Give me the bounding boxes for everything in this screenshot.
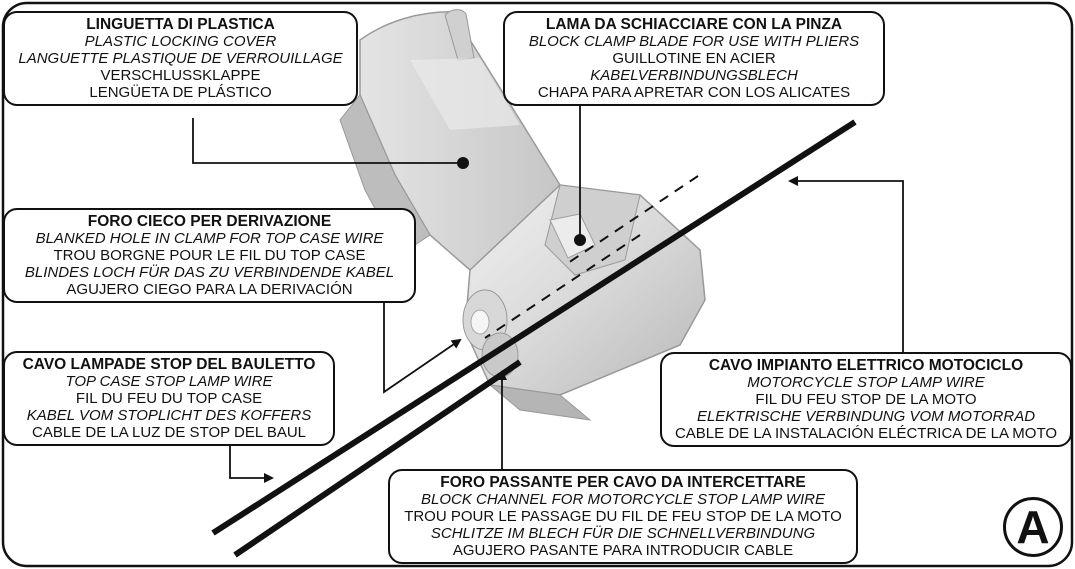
- callout-title: LINGUETTA DI PLASTICA: [86, 16, 275, 33]
- callout-motorcycle-wire: CAVO IMPIANTO ELETTRICO MOTOCICLO MOTORC…: [660, 352, 1072, 447]
- callout-line-es: CHAPA PARA APRETAR CON LOS ALICATES: [537, 84, 851, 101]
- callout-title: LAMA DA SCHIACCIARE CON LA PINZA: [545, 16, 843, 33]
- callout-title: CAVO IMPIANTO ELETTRICO MOTOCICLO: [708, 357, 1024, 374]
- callout-line-fr: LANGUETTE PLASTIQUE DE VERROUILLAGE: [18, 50, 343, 67]
- callout-line-es: CABLE DE LA LUZ DE STOP DEL BAUL: [32, 424, 306, 441]
- callout-line-en: BLOCK CHANNEL FOR MOTORCYCLE STOP LAMP W…: [421, 491, 825, 508]
- callout-clamp-blade: LAMA DA SCHIACCIARE CON LA PINZA BLOCK C…: [503, 11, 885, 106]
- callout-title: CAVO LAMPADE STOP DEL BAULETTO: [22, 356, 316, 373]
- callout-line-es: AGUJERO PASANTE PARA INTRODUCIR CABLE: [452, 542, 794, 559]
- callout-line-fr: TROU POUR LE PASSAGE DU FIL DE FEU STOP …: [404, 508, 842, 525]
- callout-title: FORO PASSANTE PER CAVO DA INTERCETTARE: [440, 474, 806, 491]
- callout-line-de: SCHLITZE IM BLECH FÜR DIE SCHNELLVERBIND…: [430, 525, 816, 542]
- callout-line-en: MOTORCYCLE STOP LAMP WIRE: [747, 374, 985, 391]
- callout-line-en: BLOCK CLAMP BLADE FOR USE WITH PLIERS: [528, 33, 860, 50]
- callout-line-de: KABELVERBINDUNGSBLECH: [590, 67, 798, 84]
- callout-line-de: KABEL VOM STOPLICHT DES KOFFERS: [26, 407, 312, 424]
- leader-blanked-hole: [383, 298, 462, 394]
- callout-line-en: BLANKED HOLE IN CLAMP FOR TOP CASE WIRE: [35, 230, 384, 247]
- leader-motorcycle-wire: [788, 176, 904, 352]
- top-case-wire: [233, 359, 522, 558]
- callout-through-channel: FORO PASSANTE PER CAVO DA INTERCETTARE B…: [388, 469, 858, 564]
- callout-line-de: ELEKTRISCHE VERBINDUNG VOM MOTORRAD: [696, 408, 1036, 425]
- callout-line-fr: TROU BORGNE POUR LE FIL DU TOP CASE: [53, 247, 366, 264]
- callout-line-fr: GUILLOTINE EN ACIER: [612, 50, 776, 67]
- callout-line-es: AGUJERO CIEGO PARA LA DERIVACIÓN: [66, 281, 353, 298]
- leader-locking-cover: [192, 118, 462, 164]
- figure-label-badge: A: [1003, 497, 1063, 557]
- leader-top-case-wire: [229, 442, 274, 483]
- callout-line-en: PLASTIC LOCKING COVER: [84, 33, 277, 50]
- callout-line-en: TOP CASE STOP LAMP WIRE: [65, 373, 273, 390]
- callout-line-de: BLINDES LOCH FÜR DAS ZU VERBINDENDE KABE…: [24, 264, 395, 281]
- callout-blanked-hole: FORO CIECO PER DERIVAZIONE BLANKED HOLE …: [3, 208, 416, 303]
- motorcycle-wire: [211, 119, 857, 536]
- callout-locking-cover: LINGUETTA DI PLASTICA PLASTIC LOCKING CO…: [3, 11, 358, 106]
- callout-line-fr: FIL DU FEU STOP DE LA MOTO: [755, 391, 977, 408]
- callout-top-case-wire: CAVO LAMPADE STOP DEL BAULETTO TOP CASE …: [3, 351, 335, 446]
- callout-title: FORO CIECO PER DERIVAZIONE: [87, 213, 332, 230]
- connector-body-illustration: [462, 184, 706, 421]
- callout-line-es: CABLE DE LA INSTALACIÓN ELÉCTRICA DE LA …: [674, 425, 1058, 442]
- callout-line-fr: FIL DU FEU DU TOP CASE: [75, 390, 263, 407]
- callout-line-es: LENGÜETA DE PLÁSTICO: [89, 84, 272, 101]
- callout-line-de: VERSCHLUSSKLAPPE: [100, 67, 261, 84]
